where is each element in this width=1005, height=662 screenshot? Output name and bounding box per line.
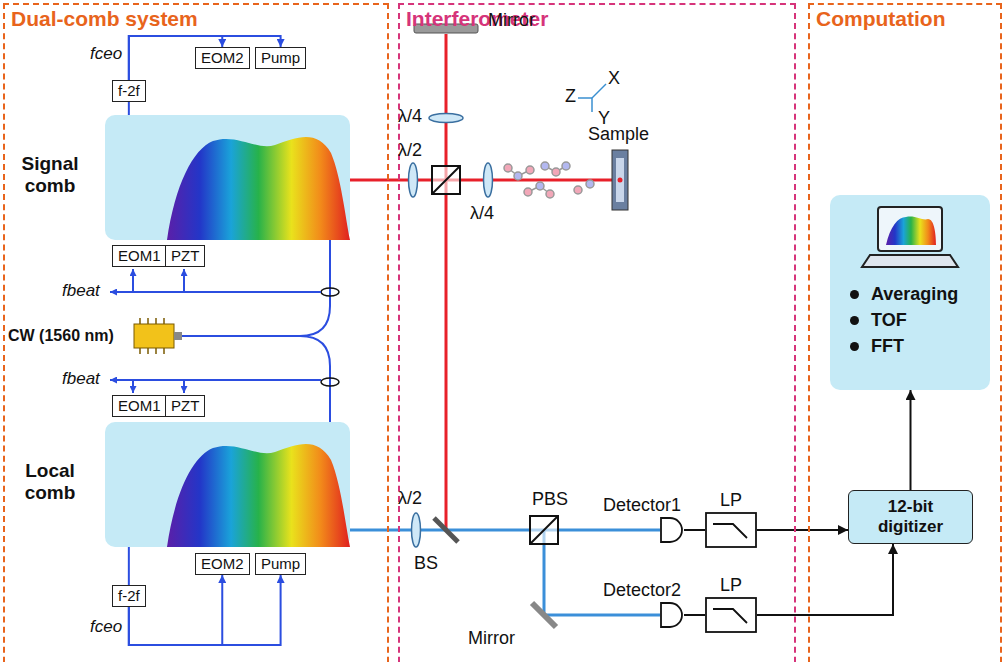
box-label: f-2f [118,82,140,100]
filter-symbol [705,512,757,548]
coupler [321,378,339,386]
comb-label: Local comb [5,460,95,504]
digitizer-label: 12-bit digitizer [859,497,962,537]
laptop-icon [860,205,960,275]
control-box: PZT [165,395,205,417]
part-label: Sample [588,124,649,145]
molecules [504,162,594,198]
control-box: EOM2 [195,47,250,69]
detector-label: Detector1 [600,495,684,515]
control-box: EOM2 [195,553,250,575]
bullet-dot [850,290,859,299]
signal-name: fbeat [62,281,100,301]
detector: Detector2 [600,580,684,628]
detector-symbol [660,602,684,628]
control-box: Pump [255,553,306,575]
beat-wire [110,269,321,393]
control-box: Pump [255,47,306,69]
control-line [129,575,281,645]
wave-plate [409,163,418,197]
computer-box: AveragingTOFFFT [830,195,990,390]
part-label: λ/4 [470,203,494,224]
comb-box: Local comb [105,422,350,547]
signal-beam [350,179,612,182]
signal-line [757,544,893,615]
digitizer-box: 12-bit digitizer [848,490,973,544]
filter-label: LP [705,490,757,510]
section-title: Computation [816,7,945,31]
part-label: λ/4 [398,106,422,127]
signal-line [910,390,912,490]
part-label: X [608,68,620,89]
signal-line [684,614,705,616]
signal-name: fceo [90,617,122,637]
laser-label: CW (1560 nm) [8,327,114,345]
section-panel: ComputationAveragingTOFFFT 12-bit digitiz… [808,3,1002,662]
beam-splitter [434,518,458,542]
detector-label: Detector2 [600,580,684,600]
spectrum-shape [167,444,350,547]
bullet-text: Averaging [871,281,958,307]
low-pass-filter: LP [705,575,757,633]
control-line [128,102,130,115]
box-label: Pump [261,49,300,67]
control-box: EOM1 [112,395,167,417]
part-label: Mirror [488,10,535,31]
box-label: PZT [171,397,199,415]
bullet-row: Averaging [850,281,990,307]
signal-name: fceo [90,44,122,64]
signal-beam [445,34,448,530]
box-label: PZT [171,247,199,265]
beam-splitter-cube [530,516,558,544]
spectrum [105,422,350,547]
bullet-text: FFT [871,333,904,359]
wave-plate [412,513,421,547]
bullet-row: TOF [850,307,990,333]
part-label: λ/2 [398,140,422,161]
box-label: EOM1 [118,397,161,415]
box-label: Pump [261,555,300,573]
spectrum [105,115,350,240]
low-pass-filter: LP [705,490,757,548]
part-label: Mirror [468,628,515,649]
bullet-text: TOF [871,307,907,333]
filter-symbol [705,597,757,633]
control-box: PZT [165,245,205,267]
section-title: Dual-comb system [11,7,198,31]
control-box: EOM1 [112,245,167,267]
control-box: f-2f [112,80,146,102]
control-line [128,547,130,585]
control-box: f-2f [112,585,146,607]
mirror [532,603,556,627]
part-label: λ/2 [398,488,422,509]
box-label: f-2f [118,587,140,605]
part-label: PBS [532,489,568,510]
cw-laser [134,318,182,354]
signal-name: fbeat [62,369,100,389]
section-panel: InterferometerDetector1LPDetector2LP [398,3,796,662]
part-label: BS [414,553,438,574]
beam-splitter-cube [432,166,460,194]
comb-box: Signal comb [105,115,350,240]
wave-plate [429,114,463,123]
bullet-dot [850,342,859,351]
detector: Detector1 [600,495,684,543]
box-label: EOM1 [118,247,161,265]
box-label: EOM2 [201,555,244,573]
part-label: Z [565,86,576,107]
part-label: Y [598,108,610,129]
sample [612,150,628,210]
spectrum-shape [167,137,350,240]
signal-line [684,529,705,531]
signal-line [757,529,848,531]
bullet-row: FFT [850,333,990,359]
bullet-dot [850,316,859,325]
comb-label: Signal comb [5,153,95,197]
wave-plate [484,163,493,197]
coupler [321,288,339,296]
box-label: EOM2 [201,49,244,67]
detector-symbol [660,517,684,543]
axes [578,84,606,112]
filter-label: LP [705,575,757,595]
